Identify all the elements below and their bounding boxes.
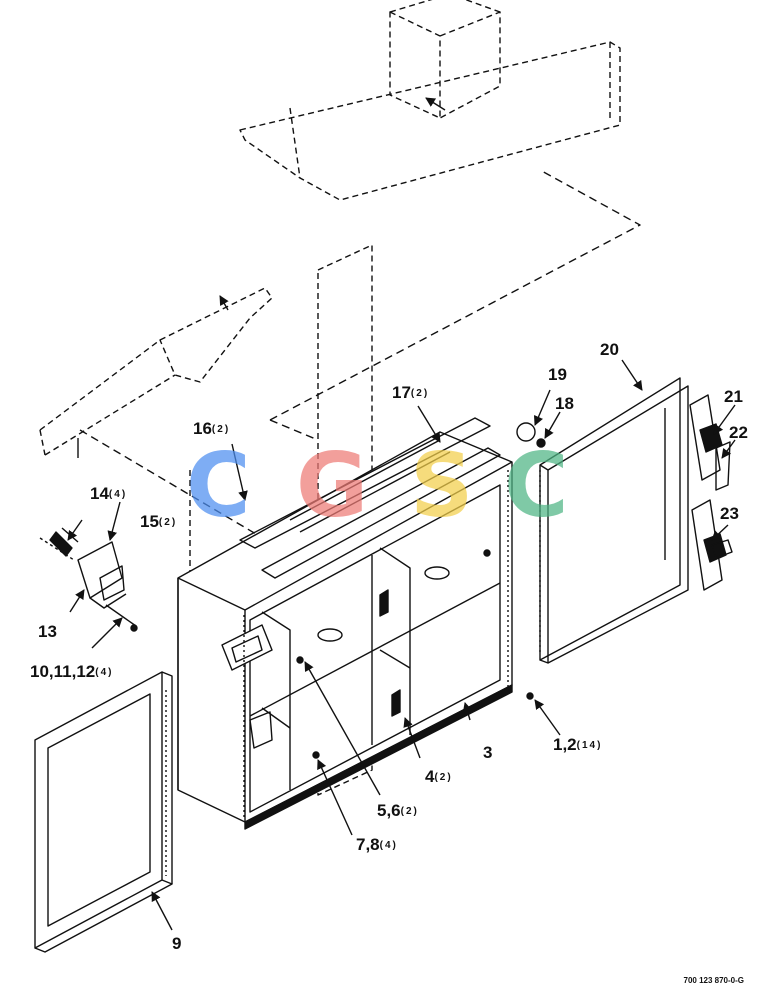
latch-assembly <box>221 589 401 749</box>
top-slots <box>239 417 501 579</box>
callout-9: 9 <box>172 934 182 953</box>
callout-10-11-12: 10,11,12(4) <box>30 662 114 681</box>
watermark-letter-c1: C <box>186 434 251 537</box>
phantom-upper-rail <box>239 41 621 201</box>
callout-5-6: 5,6(2) <box>377 801 419 820</box>
callout-20: 20 <box>600 340 619 359</box>
watermark-letter-g: G <box>296 434 369 537</box>
callout-23: 23 <box>720 504 739 523</box>
washer <box>536 438 546 448</box>
watermark-letter-s: S <box>410 434 474 537</box>
screws <box>130 549 534 759</box>
left-bracket-assembly <box>39 527 137 627</box>
left-door <box>34 671 173 953</box>
door-latch-hardware <box>689 394 733 591</box>
callout-21: 21 <box>724 387 743 406</box>
callout-22: 22 <box>729 423 748 442</box>
callout-14: 14(4) <box>90 484 128 503</box>
callout-16: 16(2) <box>193 419 231 438</box>
phantom-lower-rail <box>39 287 273 456</box>
callout-3: 3 <box>483 743 493 762</box>
leader-lines <box>67 359 736 931</box>
callout-13: 13 <box>38 622 57 641</box>
phantom-top-bracket <box>389 0 501 119</box>
callout-15: 15(2) <box>140 512 178 531</box>
callout-19: 19 <box>548 365 567 384</box>
figure-number: 700 123 870-0-G <box>683 976 745 985</box>
right-door <box>539 377 689 664</box>
callout-1-2: 1,2(14) <box>553 735 603 754</box>
callout-17: 17(2) <box>392 383 430 402</box>
callout-4: 4(2) <box>425 767 453 786</box>
callout-7-8: 7,8(4) <box>356 835 398 854</box>
watermark-letter-c2: C <box>504 434 569 537</box>
cabinet <box>177 431 513 830</box>
knob <box>516 422 536 442</box>
callout-18: 18 <box>555 394 574 413</box>
